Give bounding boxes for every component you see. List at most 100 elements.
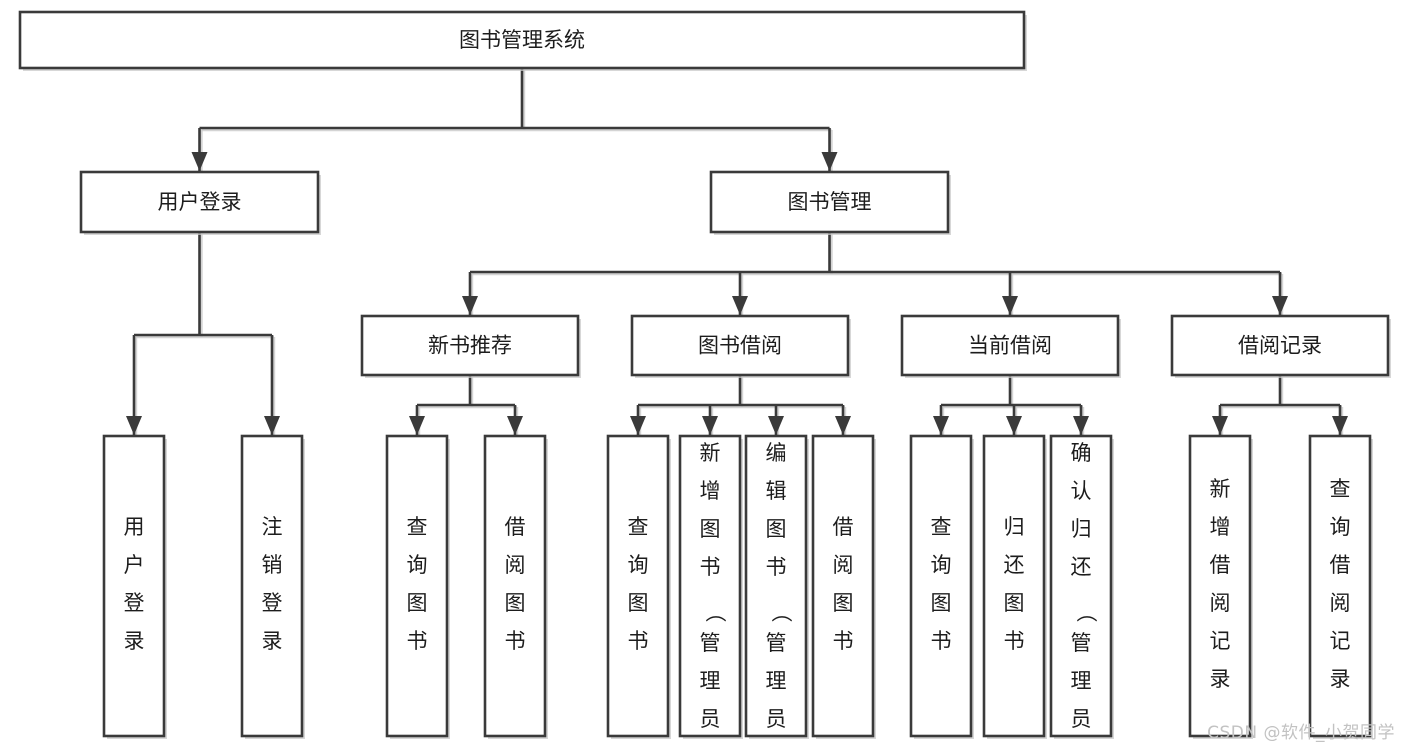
svg-text:员: 员 — [1071, 707, 1092, 731]
node-box-leaf-borrow-book-rec[interactable] — [483, 434, 547, 738]
svg-text:还: 还 — [1071, 555, 1092, 579]
node-box-leaf-return-book[interactable] — [982, 434, 1046, 738]
svg-text:书: 书 — [628, 629, 649, 653]
svg-text:查: 查 — [1330, 477, 1351, 501]
node-box-leaf-confirm-return[interactable] — [1049, 434, 1113, 738]
node-box-leaf-query-book-cur[interactable] — [909, 434, 973, 738]
svg-text:用: 用 — [124, 515, 145, 539]
svg-text:增: 增 — [1210, 515, 1231, 539]
svg-text:借: 借 — [833, 515, 854, 539]
svg-text:书: 书 — [700, 555, 721, 579]
svg-text:书: 书 — [931, 629, 952, 653]
svg-text:阅: 阅 — [505, 553, 526, 577]
svg-text:图: 图 — [766, 517, 787, 541]
node-box-leaf-logout[interactable] — [240, 434, 304, 738]
svg-text:归: 归 — [1004, 515, 1025, 539]
svg-text:借: 借 — [1210, 553, 1231, 577]
node-box-leaf-borrow-book[interactable] — [811, 434, 875, 738]
svg-text:（: （ — [769, 602, 793, 623]
node-box-leaf-add-book[interactable] — [678, 434, 742, 738]
svg-text:归: 归 — [1071, 517, 1092, 541]
node-box-leaf-user-login[interactable] — [102, 434, 166, 738]
svg-text:管: 管 — [700, 631, 721, 655]
svg-text:理: 理 — [766, 669, 787, 693]
node-box-leaf-query-borrow-rec[interactable] — [1308, 434, 1372, 738]
node-box-new-book-recommend[interactable] — [360, 314, 580, 377]
svg-text:借: 借 — [505, 515, 526, 539]
svg-text:书: 书 — [833, 629, 854, 653]
edges-layer — [126, 68, 1348, 437]
node-box-borrow-record[interactable] — [1170, 314, 1390, 377]
svg-text:借: 借 — [1330, 553, 1351, 577]
svg-text:辑: 辑 — [766, 479, 787, 503]
svg-text:销: 销 — [262, 553, 283, 577]
svg-text:新: 新 — [1210, 477, 1231, 501]
svg-text:图: 图 — [1004, 591, 1025, 615]
svg-text:询: 询 — [628, 553, 649, 577]
node-label-book-borrow: 图书借阅 — [698, 334, 782, 358]
svg-text:图: 图 — [407, 591, 428, 615]
svg-text:（: （ — [703, 602, 727, 623]
node-label-new-book-recommend: 新书推荐 — [428, 334, 512, 358]
node-label-book-manage: 图书管理 — [788, 190, 872, 214]
svg-text:阅: 阅 — [1330, 591, 1351, 615]
node-label-root: 图书管理系统 — [459, 28, 585, 52]
svg-text:询: 询 — [931, 553, 952, 577]
svg-text:增: 增 — [700, 479, 721, 503]
svg-text:询: 询 — [1330, 515, 1351, 539]
svg-text:查: 查 — [931, 515, 952, 539]
svg-text:图: 图 — [505, 591, 526, 615]
node-label-leaf-user-login: 用户登录 — [124, 515, 145, 653]
node-box-leaf-query-book-borrow[interactable] — [606, 434, 670, 738]
svg-text:查: 查 — [407, 515, 428, 539]
node-label-current-borrow: 当前借阅 — [968, 334, 1052, 358]
svg-text:图: 图 — [628, 591, 649, 615]
svg-text:登: 登 — [124, 591, 145, 615]
svg-text:录: 录 — [124, 629, 145, 653]
node-box-leaf-query-book-rec[interactable] — [385, 434, 449, 738]
svg-text:新: 新 — [700, 441, 721, 465]
svg-text:录: 录 — [1330, 667, 1351, 691]
svg-text:管: 管 — [1071, 631, 1092, 655]
svg-text:认: 认 — [1071, 479, 1092, 503]
node-box-leaf-edit-book[interactable] — [744, 434, 808, 738]
svg-text:户: 户 — [124, 553, 145, 577]
svg-text:还: 还 — [1004, 553, 1025, 577]
node-box-user-login[interactable] — [79, 170, 320, 234]
svg-text:员: 员 — [700, 707, 721, 731]
svg-text:登: 登 — [262, 591, 283, 615]
node-box-current-borrow[interactable] — [900, 314, 1120, 377]
svg-text:书: 书 — [1004, 629, 1025, 653]
svg-text:记: 记 — [1330, 629, 1351, 653]
svg-text:书: 书 — [407, 629, 428, 653]
svg-text:管: 管 — [766, 631, 787, 655]
svg-text:编: 编 — [766, 441, 787, 465]
node-box-root[interactable] — [18, 10, 1026, 70]
node-label-borrow-record: 借阅记录 — [1238, 334, 1322, 358]
svg-text:（: （ — [1074, 602, 1098, 623]
svg-text:图: 图 — [700, 517, 721, 541]
node-box-book-manage[interactable] — [709, 170, 950, 234]
svg-text:阅: 阅 — [833, 553, 854, 577]
watermark-text: CSDN @软件_小贺同学 — [1207, 723, 1395, 743]
svg-text:询: 询 — [407, 553, 428, 577]
svg-text:书: 书 — [766, 555, 787, 579]
boxes-layer: 图书管理系统用户登录图书管理新书推荐图书借阅当前借阅借阅记录用户登录注销登录查询… — [18, 10, 1391, 739]
svg-text:阅: 阅 — [1210, 591, 1231, 615]
svg-text:书: 书 — [505, 629, 526, 653]
node-box-book-borrow[interactable] — [630, 314, 850, 377]
node-box-leaf-add-borrow-rec[interactable] — [1188, 434, 1252, 738]
